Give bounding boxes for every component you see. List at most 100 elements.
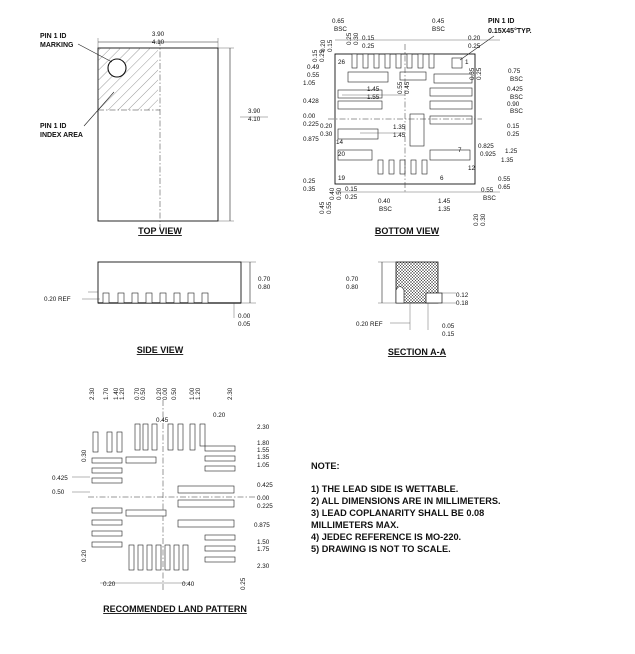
note-4: 4) JEDEC REFERENCE IS MO-220. xyxy=(311,532,461,542)
svg-text:0.45: 0.45 xyxy=(319,201,326,214)
svg-text:0.55: 0.55 xyxy=(481,187,494,194)
land-pattern-title: RECOMMENDED LAND PATTERN xyxy=(103,604,247,614)
bottom-pin1-label-1: PIN 1 ID xyxy=(488,18,514,25)
bottom-pad-h xyxy=(429,100,473,110)
svg-text:1.35: 1.35 xyxy=(501,157,514,164)
svg-text:0.15: 0.15 xyxy=(312,49,319,62)
svg-text:1.50: 1.50 xyxy=(257,539,270,546)
notes-heading: NOTE: xyxy=(311,461,340,471)
svg-text:0.25: 0.25 xyxy=(240,577,247,590)
side-leads xyxy=(102,292,209,304)
section-height-max: 0.80 xyxy=(346,284,359,291)
svg-text:0.425: 0.425 xyxy=(257,482,273,489)
bottom-top-dims: 0.65 BSC 0.45 BSC 0.15 0.25 0.20 0.25 0.… xyxy=(312,18,500,62)
bottom-pad-a xyxy=(347,71,389,83)
pin1-index-label-1: PIN 1 ID xyxy=(40,123,66,130)
svg-text:0.25: 0.25 xyxy=(303,178,316,185)
pin1-index-area xyxy=(98,48,158,110)
svg-text:BSC: BSC xyxy=(379,206,392,213)
land-top-dims: 2.30 1.70 1.40 1.20 0.70 0.50 0.20 0.00 … xyxy=(89,387,234,424)
svg-text:0.00: 0.00 xyxy=(257,495,270,502)
side-height-min: 0.70 xyxy=(258,276,271,283)
svg-text:0.225: 0.225 xyxy=(303,121,319,128)
svg-text:0.49: 0.49 xyxy=(307,64,320,71)
svg-text:0.50: 0.50 xyxy=(171,387,178,400)
bottom-bottom-dims: 0.45 0.55 0.40 0.50 0.15 0.25 0.40 BSC 1… xyxy=(319,176,511,226)
svg-text:0.55: 0.55 xyxy=(397,81,404,94)
bottom-bottom-leads xyxy=(377,159,428,175)
svg-text:0.50: 0.50 xyxy=(52,489,65,496)
section-standoff-max: 0.15 xyxy=(442,331,455,338)
svg-text:1.05: 1.05 xyxy=(257,462,270,469)
svg-text:1.75: 1.75 xyxy=(257,546,270,553)
svg-text:1.05: 1.05 xyxy=(303,80,316,87)
svg-text:0.15: 0.15 xyxy=(362,35,375,42)
pin-number-14: 14 xyxy=(336,139,344,146)
section-standoff-min: 0.05 xyxy=(442,323,455,330)
svg-text:0.30: 0.30 xyxy=(480,213,487,226)
bottom-pin1-label-2: 0.15X45°TYP. xyxy=(488,27,532,35)
top-width-dim-min: 3.90 xyxy=(152,31,165,38)
svg-text:0.40: 0.40 xyxy=(329,187,336,200)
svg-text:0.425: 0.425 xyxy=(52,475,68,482)
land-right-pads xyxy=(177,445,236,563)
land-right-dims: 0.20 2.30 1.80 1.55 1.35 1.05 0.425 0.00… xyxy=(213,412,273,570)
svg-text:0.425: 0.425 xyxy=(507,86,523,93)
svg-text:0.35: 0.35 xyxy=(469,67,476,80)
land-left-dims: 0.30 0.425 0.50 0.20 xyxy=(52,449,90,562)
svg-text:0.55: 0.55 xyxy=(498,176,511,183)
svg-text:0.65: 0.65 xyxy=(332,18,345,25)
svg-text:0.90: 0.90 xyxy=(507,101,520,108)
svg-text:0.45: 0.45 xyxy=(432,18,445,25)
svg-text:1.35: 1.35 xyxy=(438,206,451,213)
svg-text:0.925: 0.925 xyxy=(480,151,496,158)
pin1-marking-circle xyxy=(107,58,127,78)
top-view: 3.90 4.10 3.90 4.10 PIN 1 ID MARKING PIN… xyxy=(40,31,268,236)
bottom-right-dims: 0.75 BSC 0.425 BSC 0.90 BSC 0.15 0.25 0.… xyxy=(469,67,523,164)
note-2: 2) ALL DIMENSIONS ARE IN MILLIMETERS. xyxy=(311,496,501,506)
land-bottom-pads xyxy=(128,544,189,571)
svg-text:0.50: 0.50 xyxy=(336,187,343,200)
bottom-pad-d xyxy=(337,128,379,140)
svg-text:0.25: 0.25 xyxy=(476,67,483,80)
bottom-pad-i xyxy=(429,115,473,125)
note-3: 3) LEAD COPLANARITY SHALL BE 0.08 xyxy=(311,508,484,518)
svg-text:1.45: 1.45 xyxy=(393,132,406,139)
svg-text:1.35: 1.35 xyxy=(257,454,270,461)
svg-text:1.20: 1.20 xyxy=(195,387,202,400)
svg-text:2.30: 2.30 xyxy=(257,424,270,431)
svg-text:0.825: 0.825 xyxy=(478,143,494,150)
svg-text:0.875: 0.875 xyxy=(303,136,319,143)
pin-number-12: 12 xyxy=(468,165,476,172)
svg-text:1.55: 1.55 xyxy=(257,447,270,454)
top-height-dim-max: 4.10 xyxy=(248,116,261,123)
svg-text:0.00: 0.00 xyxy=(303,113,316,120)
svg-text:1.25: 1.25 xyxy=(505,148,518,155)
svg-text:0.45: 0.45 xyxy=(156,417,169,424)
svg-text:0.65: 0.65 xyxy=(498,184,511,191)
svg-text:0.70: 0.70 xyxy=(134,387,141,400)
svg-text:0.55: 0.55 xyxy=(326,201,333,214)
side-height-max: 0.80 xyxy=(258,284,271,291)
bottom-pad-c xyxy=(337,100,383,110)
side-view: 0.70 0.80 0.20 REF 0.00 0.05 SIDE VIEW xyxy=(44,261,271,355)
bottom-pad-k xyxy=(409,113,425,147)
bottom-pad-e xyxy=(337,149,373,161)
section-height-min: 0.70 xyxy=(346,276,359,283)
bottom-pad-l xyxy=(399,71,427,81)
section-lead xyxy=(425,292,443,304)
svg-text:0.25: 0.25 xyxy=(362,43,375,50)
section-title: SECTION A-A xyxy=(388,347,447,357)
pin-number-20: 20 xyxy=(338,151,346,158)
svg-text:BSC: BSC xyxy=(334,26,347,33)
svg-text:0.50: 0.50 xyxy=(140,387,147,400)
svg-text:2.30: 2.30 xyxy=(257,563,270,570)
pin-number-1: 1 xyxy=(465,59,469,66)
land-center-pad-1 xyxy=(125,456,157,464)
pin1-chamfer-pad xyxy=(451,57,463,69)
svg-text:0.428: 0.428 xyxy=(303,98,319,105)
pin1-index-label-2: INDEX AREA xyxy=(40,132,83,139)
svg-text:0.15: 0.15 xyxy=(327,39,334,52)
land-center-pad-2 xyxy=(125,509,167,517)
